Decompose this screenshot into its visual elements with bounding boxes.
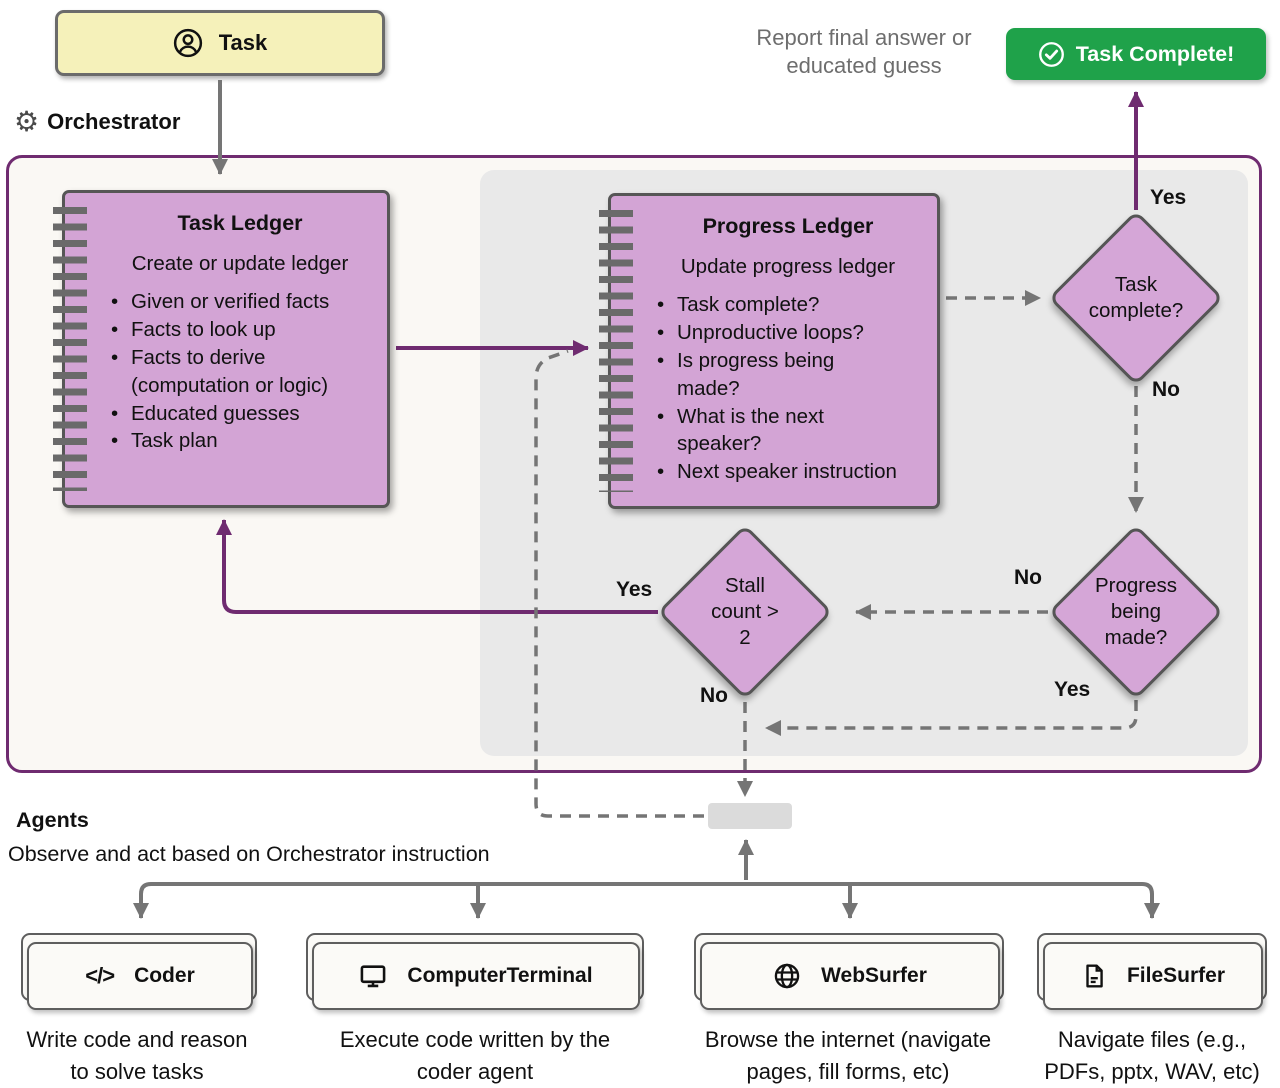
- progress-ledger: Progress Ledger Update progress ledger T…: [599, 193, 940, 509]
- label-stall-yes: Yes: [616, 578, 653, 601]
- bullet-item: Task plan: [105, 427, 375, 455]
- decision-progress-being-made: Progress being made?: [1048, 524, 1224, 700]
- task-ledger: Task Ledger Create or update ledger Give…: [53, 190, 390, 508]
- bullet-item: Given or verified facts: [105, 288, 375, 316]
- bullet-item: Unproductive loops?: [651, 319, 925, 347]
- agent-desc-coder: Write code and reason to solve tasks: [26, 1027, 248, 1084]
- check-circle-icon: [1038, 41, 1065, 68]
- agents-section-subtitle: Observe and act based on Orchestrator in…: [8, 842, 490, 866]
- bullet-item: Is progress being made?: [651, 347, 925, 403]
- agent-card-filesurfer: FileSurfer: [1037, 933, 1267, 1010]
- label-task-complete-no: No: [1152, 378, 1180, 401]
- task-ledger-subtitle: Create or update ledger: [131, 252, 349, 275]
- progress-ledger-subtitle: Update progress ledger: [680, 255, 896, 278]
- agents-section-title: Agents: [16, 808, 89, 832]
- progress-ledger-title: Progress Ledger: [702, 214, 874, 238]
- orchestrator-label: ⚙ Orchestrator: [14, 108, 180, 136]
- bullet-item: Facts to derive (computation or logic): [105, 344, 375, 400]
- decision-stall-label: Stall count > 2: [711, 573, 779, 650]
- agent-desc-filesurfer: Navigate files (e.g., PDFs, pptx, WAV, e…: [1044, 1027, 1260, 1084]
- decision-task-complete-label: Task complete?: [1088, 272, 1184, 322]
- agent-name-computerterminal: ComputerTerminal: [407, 964, 593, 987]
- agent-card-computerterminal: ComputerTerminal: [306, 933, 644, 1010]
- label-task-complete-yes: Yes: [1150, 186, 1187, 209]
- decision-stall-count: Stall count > 2: [657, 524, 833, 700]
- task-box: Task: [55, 10, 385, 76]
- terminal-icon: [359, 962, 387, 990]
- task-complete-button: Task Complete!: [1006, 28, 1266, 80]
- spiral-binding: [53, 207, 87, 491]
- agent-desc-websurfer: Browse the internet (navigate pages, fil…: [704, 1027, 992, 1084]
- file-icon: [1081, 963, 1107, 989]
- outcome-note: Report final answer or educated guess: [756, 25, 972, 78]
- agent-name-coder: Coder: [134, 964, 195, 987]
- agent-card-websurfer: WebSurfer: [694, 933, 1004, 1010]
- bullet-item: Facts to look up: [105, 316, 375, 344]
- label-stall-no: No: [700, 684, 728, 707]
- task-box-label: Task: [218, 30, 268, 55]
- bullet-item: What is the next speaker?: [651, 403, 925, 459]
- task-complete-button-label: Task Complete!: [1075, 41, 1235, 66]
- agent-desc-computerterminal: Execute code written by the coder agent: [339, 1027, 611, 1084]
- bullet-item: Educated guesses: [105, 400, 375, 428]
- task-ledger-title: Task Ledger: [177, 211, 303, 235]
- decision-task-complete: Task complete?: [1048, 210, 1224, 386]
- orchestrator-label-text: Orchestrator: [47, 109, 181, 134]
- bullet-item: Next speaker instruction: [651, 458, 925, 486]
- task-ledger-bullets: Given or verified factsFacts to look upF…: [105, 288, 375, 455]
- spiral-binding: [599, 210, 633, 492]
- progress-ledger-bullets: Task complete?Unproductive loops?Is prog…: [651, 291, 925, 486]
- agent-name-websurfer: WebSurfer: [821, 964, 927, 987]
- decision-progress-label: Progress being made?: [1094, 573, 1178, 650]
- label-progress-no: No: [1014, 566, 1042, 589]
- globe-icon: [773, 962, 801, 990]
- gear-icon: ⚙: [14, 106, 40, 137]
- person-icon: [173, 28, 203, 58]
- agent-name-filesurfer: FileSurfer: [1126, 964, 1226, 987]
- agents-hub-connector: [708, 803, 792, 829]
- label-progress-yes: Yes: [1054, 678, 1091, 701]
- agent-card-coder: </> Coder: [21, 933, 257, 1010]
- code-icon: </>: [85, 963, 115, 988]
- bullet-item: Task complete?: [651, 291, 925, 319]
